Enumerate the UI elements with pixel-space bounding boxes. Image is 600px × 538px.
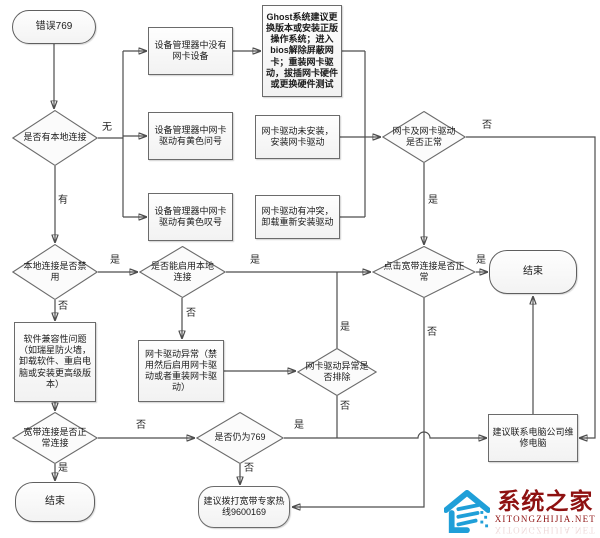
node-b9-label: 建议联系电脑公司维修电脑 [492,426,574,448]
node-decision-can-enable-local: 是否能启用本地连接 [139,246,226,298]
site-logo-url: XITONGZHIJIA.NET [494,514,596,524]
node-call-hotline: 建议拨打宽带专家热线9600169 [198,486,290,528]
node-d6-label: 网卡驱动异常是否排除 [305,360,369,382]
diamond-shape [139,246,226,298]
node-driver-conflict: 网卡驱动有冲突，卸载重新安装驱动 [255,195,340,239]
edge-label-d5-no: 否 [427,327,437,338]
node-b7-label: 网卡驱动异常（禁用然后启用网卡驱动或者重装网卡驱动） [144,348,217,393]
edge-label-d1-yes: 有 [58,195,68,206]
node-ghost-label: Ghost系统建议更换版本或安装正版操作系统；进入bios解除屏蔽网卡；重装网卡… [266,11,339,90]
node-driver-abnormal: 网卡驱动异常（禁用然后启用网卡驱动或者重装网卡驱动） [138,340,224,402]
site-logo-url-reflection: XITONGZHIJIA.NET [494,525,596,535]
diamond-shape [382,111,466,163]
node-decision-broadband-connects: 宽带连接是否正常连接 [12,412,98,464]
edge-label-d2-yes: 是 [428,195,438,206]
edge-label-d4-yes: 是 [250,255,260,266]
node-start-label: 错误769 [35,20,73,32]
edge-label-d3-yes: 是 [110,255,120,266]
edge-label-d7-yes: 是 [58,463,68,474]
edge-label-d3-no: 否 [58,301,68,312]
diamond-shape [12,412,98,464]
edge-label-d6-yes: 是 [340,322,350,333]
node-d1-label: 是否有本地连接 [23,132,87,143]
diamond-shape [372,246,476,298]
node-decision-driver-issue-resolved: 网卡驱动异常是否排除 [297,348,377,396]
site-logo-title: 系统之家 [497,488,594,514]
node-decision-nic-driver-ok: 网卡及网卡驱动是否正常 [382,111,466,163]
diamond-shape [297,348,377,396]
node-no-nic-device: 设备管理器中没有网卡设备 [148,27,233,75]
diamond-shape [12,110,98,166]
node-decision-has-local-connection: 是否有本地连接 [12,110,98,166]
node-decision-broadband-click-ok: 点击宽带连接是否正常 [372,246,476,298]
node-d7-label: 宽带连接是否正常连接 [23,426,87,448]
site-logo-text: 系统之家 XITONGZHIJIA.NET XITONGZHIJIA.NET [494,488,596,536]
edge-label-d6-no: 否 [340,401,350,412]
edge-label-d8-yes: 是 [294,420,304,431]
edge-label-d5-yes: 是 [476,255,486,266]
node-end-bottom: 结束 [15,482,95,522]
edge-label-d4-no: 否 [186,308,196,319]
node-contact-repair-company: 建议联系电脑公司维修电脑 [488,414,578,462]
node-b8-label: 建议拨打宽带专家热线9600169 [203,495,285,517]
edge-label-d7-no: 否 [136,420,146,431]
node-nic-yellow-question: 设备管理器中网卡驱动有黄色问号 [148,112,233,160]
node-nic-yellow-exclamation: 设备管理器中网卡驱动有黄色叹号 [148,193,233,241]
node-end-top: 结束 [489,250,577,294]
node-decision-local-conn-disabled: 本地连接是否禁用 [12,244,98,300]
node-d8-label: 是否仍为769 [214,432,266,443]
edge-label-d1-no: 无 [102,122,112,133]
node-software-compatibility: 软件兼容性问题（如瑞星防火墙，卸载软件、重启电脑或安装更高级版本） [14,322,96,402]
node-ghost-system-advice: Ghost系统建议更换版本或安装正版操作系统；进入bios解除屏蔽网卡；重装网卡… [262,5,342,97]
node-d2-label: 网卡及网卡驱动是否正常 [392,125,456,147]
node-b5-label: 网卡驱动有冲突，卸载重新安装驱动 [261,205,334,227]
edge-label-d8-no: 否 [244,463,254,474]
node-b2-label: 设备管理器中网卡驱动有黄色问号 [154,124,227,146]
site-logo: 系统之家 XITONGZHIJIA.NET XITONGZHIJIA.NET [443,488,596,536]
node-b1-label: 设备管理器中没有网卡设备 [154,39,227,61]
node-start-error769: 错误769 [12,10,96,44]
node-d5-label: 点击宽带连接是否正常 [383,260,465,282]
node-b4-label: 网卡驱动未安装，安装网卡驱动 [261,125,334,147]
node-d4-label: 是否能启用本地连接 [150,260,214,282]
edge-label-d2-no: 否 [482,120,492,131]
node-b3-label: 设备管理器中网卡驱动有黄色叹号 [154,205,227,227]
diamond-shape [12,244,98,300]
node-driver-not-installed: 网卡驱动未安装，安装网卡驱动 [255,115,340,159]
node-b6-label: 软件兼容性问题（如瑞星防火墙，卸载软件、重启电脑或安装更高级版本） [18,333,91,389]
node-end1-label: 结束 [523,265,543,277]
node-end2-label: 结束 [45,495,65,507]
node-d3-label: 本地连接是否禁用 [23,260,87,282]
node-decision-still-769: 是否仍为769 [196,412,284,464]
house-icon [443,490,490,534]
diamond-shape [196,412,284,464]
